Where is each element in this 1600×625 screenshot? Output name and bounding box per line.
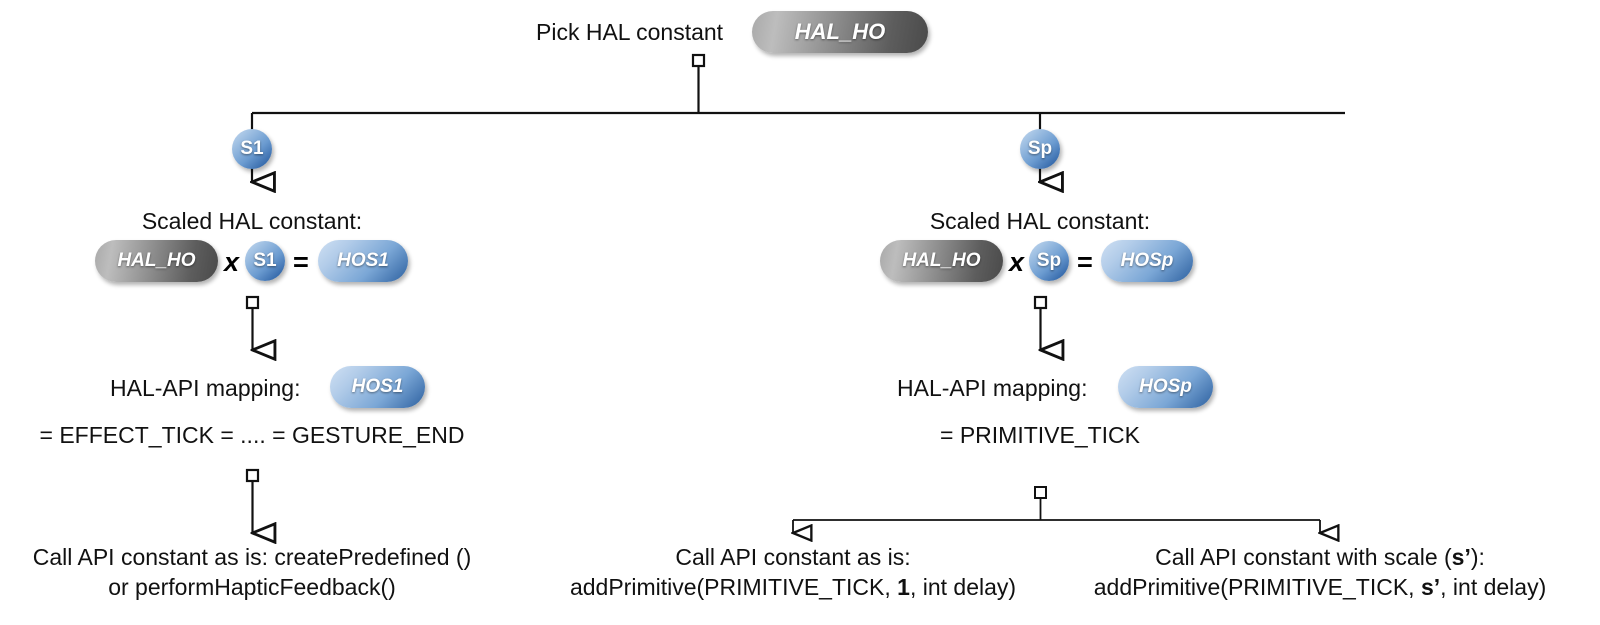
connector-left-mapping-to-call [245,468,258,533]
right-leaf-b-line1-post: ): [1470,544,1485,570]
right-leaf-b-line1-bold: s’ [1451,544,1471,570]
left-call-line2: or performHapticFeedback() [108,574,396,600]
left-eq-times-symbol: x [224,247,240,277]
right-eq-result-hosp[interactable]: HOSp [1101,240,1193,282]
left-eq-result-hos1[interactable]: HOS1 [318,240,408,282]
root-pill-hal-ho[interactable]: HAL_HO [752,11,928,53]
right-mapping-caption: HAL-API mapping: [897,375,1088,401]
left-call-leaf: Call API constant as is: createPredefine… [33,542,472,602]
right-leaf-a-line1: Call API constant as is: [675,544,911,570]
left-mapping-value: = EFFECT_TICK = .... = GESTURE_END [39,422,465,448]
left-scaled-caption: Scaled HAL constant: [141,208,363,234]
left-eq-operand-s1[interactable]: S1 [245,241,285,281]
branch-circle-s1[interactable]: S1 [232,129,272,169]
right-leaf-b-line1: Call API constant with scale (s’): [1155,544,1485,570]
right-mapping-pill-hosp[interactable]: HOSp [1118,366,1213,408]
right-eq-operand-hal-ho[interactable]: HAL_HO [880,240,1003,282]
root-title-label: Pick HAL constant [536,19,724,45]
connector-right-scaled-to-mapping [1033,295,1046,350]
right-eq-equals-symbol: = [1077,247,1093,277]
left-call-line1: Call API constant as is: createPredefine… [32,544,472,570]
left-mapping-pill-hos1[interactable]: HOS1 [330,366,425,408]
right-leaf-b-call: Call API constant with scale (s’): addPr… [1094,542,1546,602]
connector-root-to-branches [250,53,1345,135]
right-leaf-a-line2-pre: addPrimitive(PRIMITIVE_TICK, [569,574,898,600]
right-leaf-b-line2-post: , int delay) [1440,574,1547,600]
right-leaf-a-line2: addPrimitive(PRIMITIVE_TICK, 1, int dela… [570,574,1016,600]
connector-right-mapping-to-leaves [793,486,1320,533]
left-mapping-caption: HAL-API mapping: [110,375,301,401]
branch-circle-sp[interactable]: Sp [1020,129,1060,169]
right-scaled-caption: Scaled HAL constant: [929,208,1151,234]
right-leaf-b-line1-pre: Call API constant with scale ( [1155,544,1452,570]
right-leaf-a-call: Call API constant as is: addPrimitive(PR… [570,542,1016,602]
right-eq-times-symbol: x [1009,247,1025,277]
right-leaf-a-line2-bold: 1 [897,574,910,600]
left-eq-equals-symbol: = [293,247,309,277]
connector-left-scaled-to-mapping [245,295,258,350]
right-leaf-b-line2-pre: addPrimitive(PRIMITIVE_TICK, [1093,574,1421,600]
right-leaf-a-line2-post: , int delay) [909,574,1017,600]
right-eq-operand-sp[interactable]: Sp [1029,241,1069,281]
right-mapping-value: = PRIMITIVE_TICK [939,422,1141,448]
right-leaf-b-line2-bold: s’ [1420,574,1441,600]
left-eq-operand-hal-ho[interactable]: HAL_HO [95,240,218,282]
right-leaf-b-line2: addPrimitive(PRIMITIVE_TICK, s’, int del… [1094,574,1546,600]
